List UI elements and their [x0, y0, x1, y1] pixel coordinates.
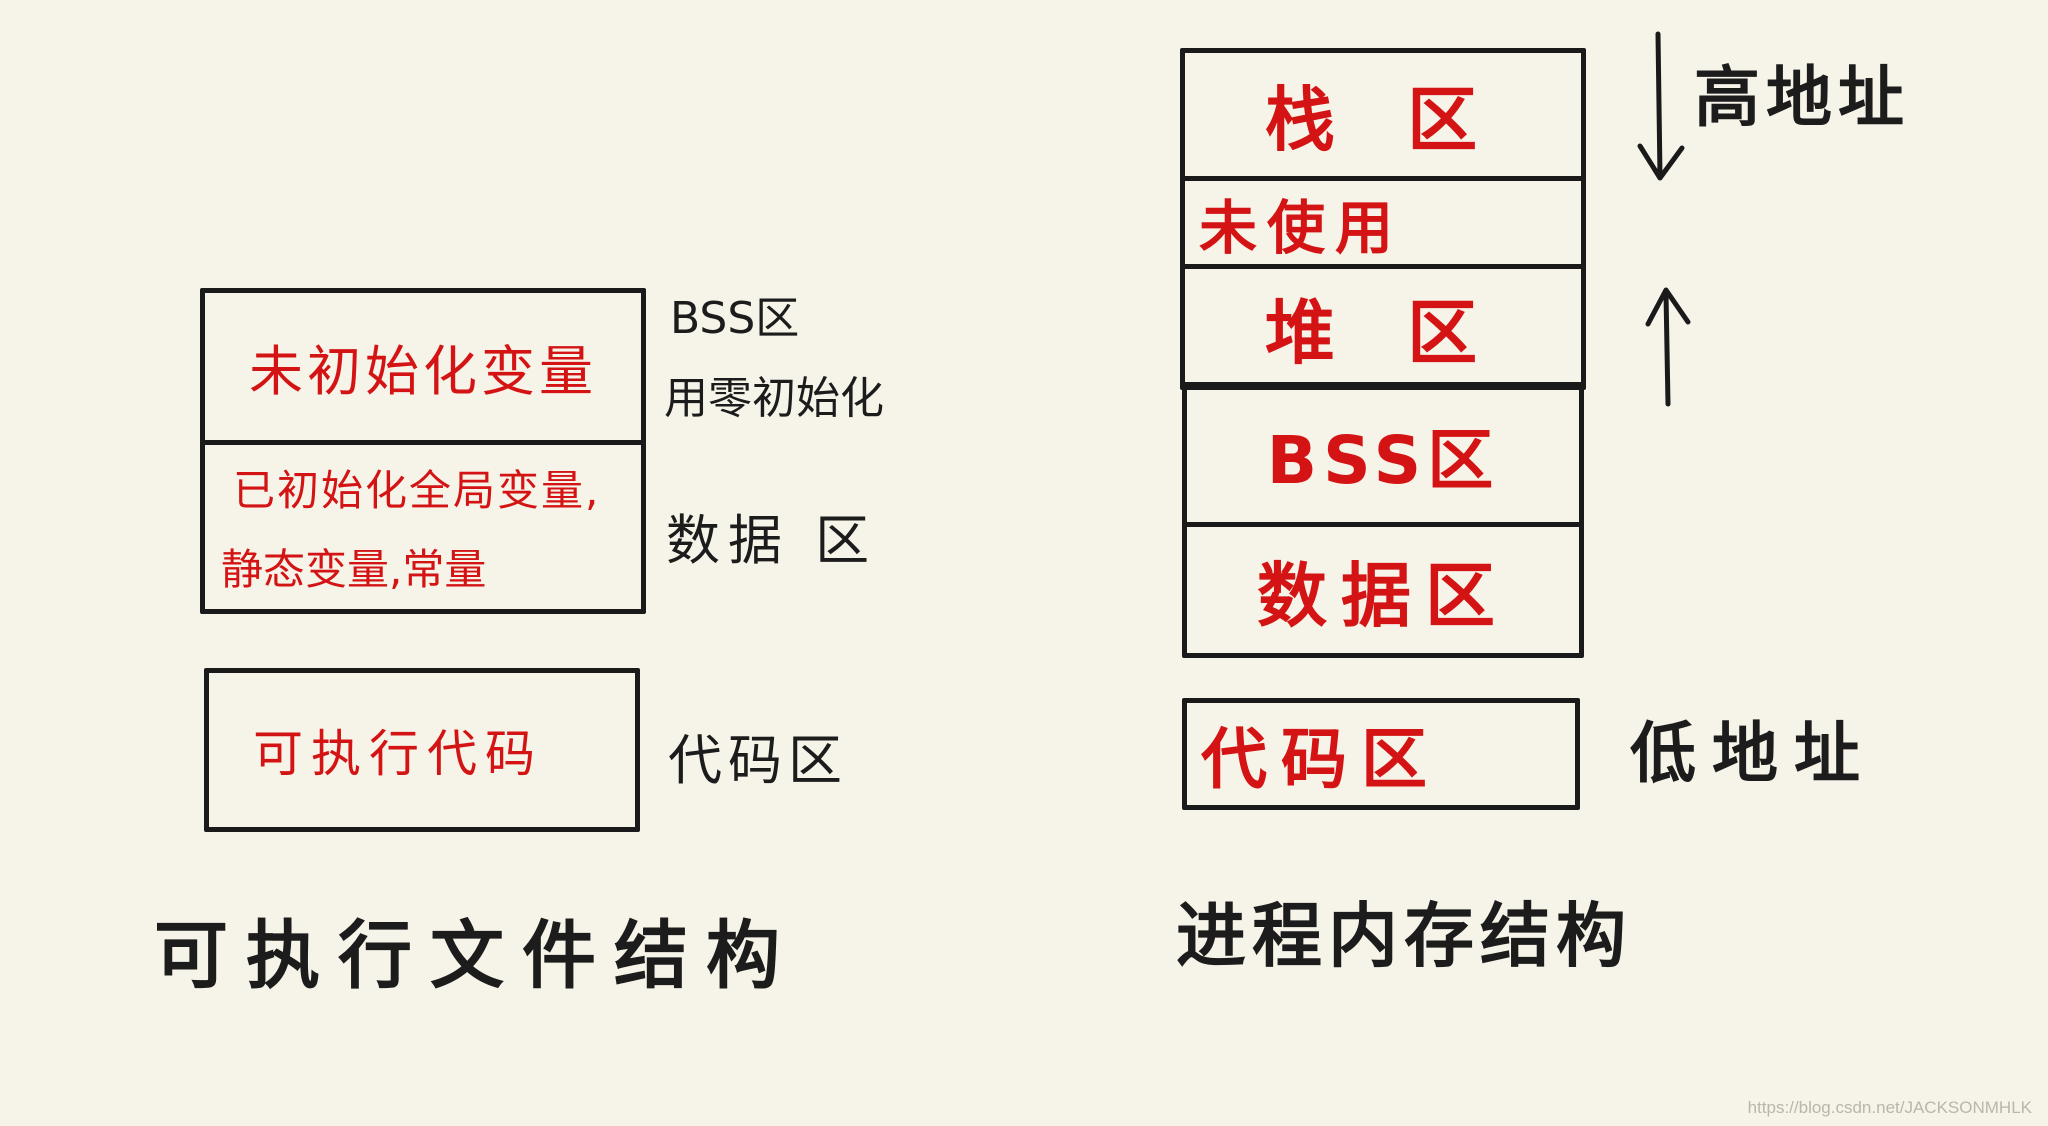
process-data-cell: 数据区 [1187, 527, 1579, 653]
watermark: https://blog.csdn.net/JACKSONMHLK [1747, 1098, 2032, 1117]
executable-title: 可执行文件结构 [154, 913, 798, 999]
executable-data-content-line1: 已初始化全局变量, [233, 466, 601, 515]
executable-bss-label: BSS区 [670, 293, 800, 344]
up-arrow-icon [1645, 287, 1691, 407]
executable-bss-content: 未初始化变量 [249, 340, 597, 403]
executable-code-cell: 可执行代码 [209, 673, 635, 827]
executable-data-content-line2: 静态变量,常量 [221, 545, 487, 594]
process-unused-cell: 未使用 [1185, 181, 1581, 269]
process-stack-cell: 栈 区 [1185, 53, 1581, 181]
process-code-cell: 代码区 [1187, 703, 1575, 805]
process-unused-label: 未使用 [1199, 193, 1404, 262]
executable-bss-cell: 未初始化变量 [205, 293, 641, 445]
executable-bss-note: 用零初始化 [664, 373, 884, 424]
process-title: 进程内存结构 [1176, 895, 1632, 977]
process-bss-cell: BSS区 [1187, 387, 1579, 527]
executable-code-box: 可执行代码 [204, 668, 640, 832]
process-low-address: 低地址 [1630, 715, 1876, 792]
executable-data-cell: 已初始化全局变量, 静态变量,常量 [205, 445, 641, 609]
executable-upper-box: 未初始化变量 已初始化全局变量, 静态变量,常量 [200, 288, 646, 614]
process-lower-box: BSS区 数据区 [1182, 382, 1584, 658]
down-arrow-icon [1637, 31, 1685, 181]
process-upper-box: 栈 区 未使用 堆 区 [1180, 48, 1586, 390]
process-code-label: 代码区 [1201, 721, 1441, 798]
process-stack-label: 栈 区 [1264, 79, 1502, 161]
process-heap-label: 堆 区 [1264, 291, 1502, 374]
executable-data-label: 数据 区 [666, 509, 878, 572]
executable-code-label: 代码区 [668, 729, 848, 792]
executable-code-content: 可执行代码 [253, 725, 543, 783]
process-high-address: 高地址 [1694, 59, 1910, 136]
process-heap-cell: 堆 区 [1185, 269, 1581, 385]
process-code-box: 代码区 [1182, 698, 1580, 810]
process-bss-label: BSS区 [1266, 421, 1500, 499]
process-data-label: 数据区 [1257, 554, 1509, 637]
